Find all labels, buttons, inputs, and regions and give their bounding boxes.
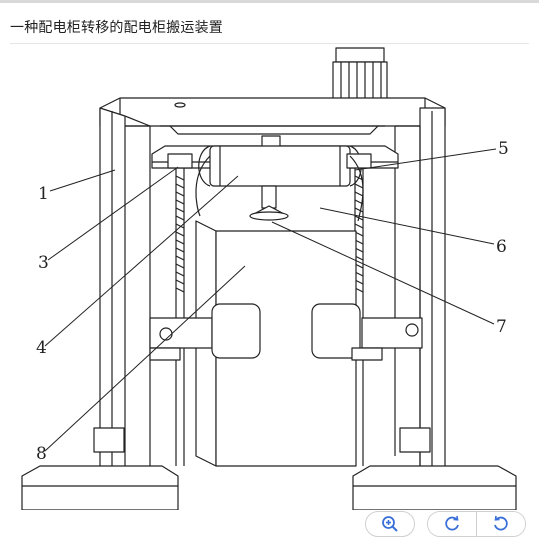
- right-clamp: [311, 303, 423, 361]
- label-3: 3: [38, 253, 49, 273]
- left-column: [99, 107, 151, 487]
- left-base-guide: [93, 427, 125, 453]
- left-screw: [167, 153, 193, 466]
- rotate-counterclockwise-icon: [494, 515, 508, 531]
- suction-cup: [249, 185, 289, 221]
- top-beam: [99, 97, 446, 135]
- left-base: [21, 465, 179, 510]
- title-divider: [10, 43, 529, 44]
- rotate-group: [427, 511, 526, 537]
- label-4: 4: [36, 338, 47, 358]
- cylinder: [198, 145, 362, 187]
- right-base-guide: [399, 427, 431, 453]
- page-title: 一种配电柜转移的配电柜搬运装置: [10, 20, 223, 36]
- right-base: [352, 465, 517, 510]
- toolbar-divider: [476, 512, 477, 536]
- label-7: 7: [496, 317, 507, 337]
- patent-drawing: 1 3 4 8 5 6 7: [0, 46, 539, 510]
- rotate-counterclockwise-button[interactable]: [477, 512, 525, 536]
- motor: [332, 47, 388, 107]
- left-hose: [195, 155, 211, 217]
- top-border: [0, 0, 539, 3]
- label-1: 1: [38, 184, 49, 204]
- leader-lines: [44, 148, 497, 452]
- rotate-clockwise-icon: [445, 515, 459, 531]
- label-5: 5: [498, 139, 509, 159]
- label-6: 6: [496, 237, 507, 257]
- label-8: 8: [36, 444, 47, 464]
- magnifier-plus-icon: [382, 516, 398, 532]
- right-column: [394, 107, 446, 487]
- zoom-in-button[interactable]: [365, 511, 415, 537]
- image-toolbar: [365, 510, 526, 538]
- rotate-clockwise-button[interactable]: [428, 512, 476, 536]
- left-clamp: [149, 303, 261, 361]
